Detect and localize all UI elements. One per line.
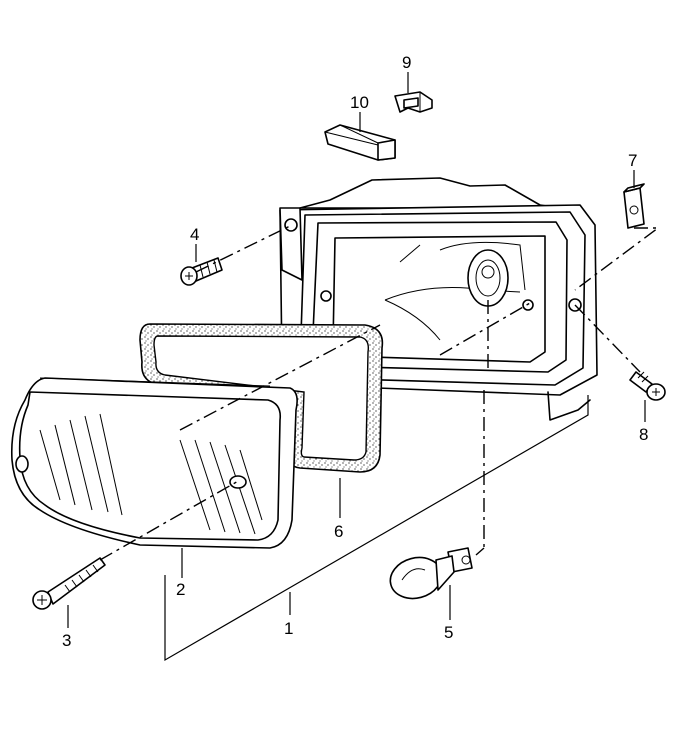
callout-10: 10 [350,93,369,112]
short-screw-left [180,257,223,286]
clip-nut [623,183,645,229]
callout-4: 4 [190,225,199,244]
callout-9: 9 [402,53,411,72]
callout-2: 2 [176,580,185,599]
callout-3: 3 [62,631,71,650]
assembly-lines [99,224,661,561]
callout-labels: 9 10 7 4 8 6 2 3 1 5 [62,53,648,650]
assembly-bracket [164,395,589,662]
leader-lines [67,72,646,628]
callout-6: 6 [334,522,343,541]
short-screw-right [629,371,666,401]
lamp-lens [10,377,298,549]
callout-7: 7 [628,151,637,170]
connector-terminal [394,91,433,113]
gasket [139,323,384,473]
callout-1: 1 [284,619,293,638]
callout-8: 8 [639,425,648,444]
callout-5: 5 [444,623,453,642]
insulating-sleeve [324,124,396,161]
bulb [389,547,473,600]
long-screw [32,557,106,610]
